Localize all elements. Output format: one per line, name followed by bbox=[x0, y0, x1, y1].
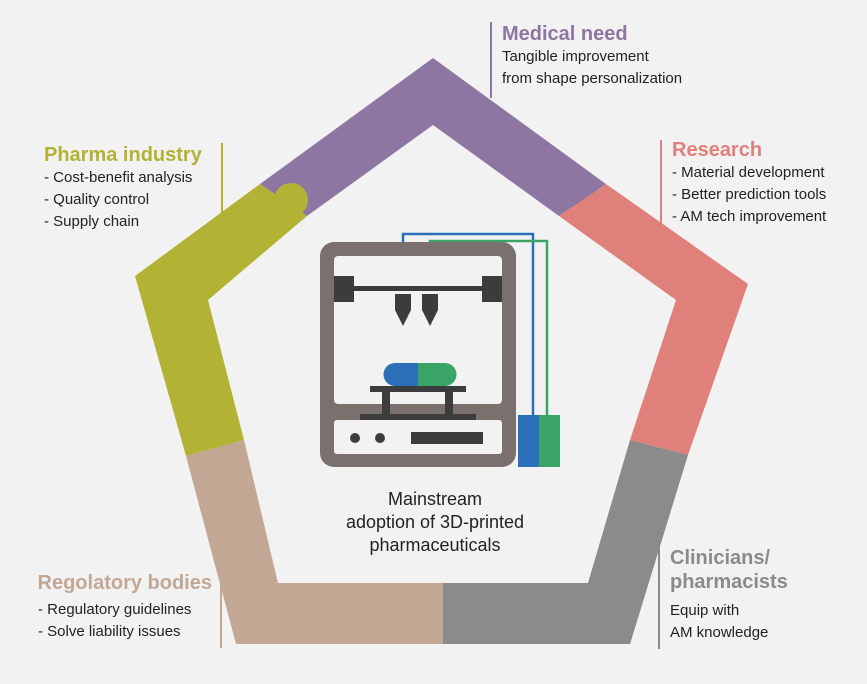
medical-need-label: Medical need Tangible improvement from s… bbox=[502, 22, 682, 90]
clinicians-label: Clinicians/ pharmacists Equip with AM kn… bbox=[670, 546, 788, 644]
regulatory-line: - Solve liability issues bbox=[38, 623, 181, 640]
pharma-line: - Cost-benefit analysis bbox=[44, 169, 193, 186]
research-line: - AM tech improvement bbox=[672, 208, 827, 225]
clinicians-title: Clinicians/ bbox=[670, 547, 771, 569]
regulatory-line: - Regulatory guidelines bbox=[38, 601, 192, 618]
research-line: - Material development bbox=[672, 164, 825, 181]
clinicians-rule bbox=[658, 545, 660, 649]
clinicians-line: Equip with bbox=[670, 602, 740, 619]
medical-need-line: from shape personalization bbox=[502, 70, 683, 87]
research-piece bbox=[559, 184, 748, 455]
clinicians-piece bbox=[443, 440, 688, 644]
pharma-rule bbox=[221, 143, 223, 215]
medical-need-piece bbox=[260, 58, 606, 216]
medical-need-rule bbox=[490, 22, 492, 98]
center-caption-line: pharmaceuticals bbox=[369, 535, 501, 555]
clinicians-tab bbox=[438, 586, 472, 620]
pharma-piece bbox=[135, 184, 307, 456]
research-tab bbox=[648, 413, 682, 447]
pharma-label: Pharma industry - Cost-benefit analysis … bbox=[44, 143, 202, 233]
regulatory-rule bbox=[220, 570, 222, 648]
pharma-title: Pharma industry bbox=[44, 144, 202, 166]
center-caption-line: Mainstream bbox=[387, 489, 483, 509]
regulatory-title: Regolatory bodies bbox=[37, 572, 212, 594]
center-caption-line: adoption of 3D-printed bbox=[345, 512, 525, 532]
research-line: - Better prediction tools bbox=[672, 186, 827, 203]
pharma-line: - Supply chain bbox=[44, 213, 140, 230]
regulatory-label: Regolatory bodies - Regulatory guideline… bbox=[26, 571, 212, 643]
filament-cartridge-green bbox=[539, 415, 560, 467]
research-title: Research bbox=[672, 139, 763, 161]
center-caption: Mainstream adoption of 3D-printed pharma… bbox=[290, 488, 580, 557]
medical-need-title: Medical need bbox=[502, 23, 628, 45]
research-label: Research - Material development - Better… bbox=[672, 138, 826, 228]
clinicians-title: pharmacists bbox=[670, 571, 788, 593]
clinicians-line: AM knowledge bbox=[670, 624, 769, 641]
capsule-icon bbox=[383, 363, 457, 386]
regulatory-tab bbox=[209, 441, 243, 475]
3d-printer-icon bbox=[320, 242, 516, 467]
pharma-line: - Quality control bbox=[44, 191, 150, 208]
filament-cartridge-blue bbox=[518, 415, 539, 467]
medical-need-line: Tangible improvement bbox=[502, 48, 649, 65]
research-rule bbox=[660, 140, 662, 232]
regulatory-piece bbox=[186, 440, 443, 644]
